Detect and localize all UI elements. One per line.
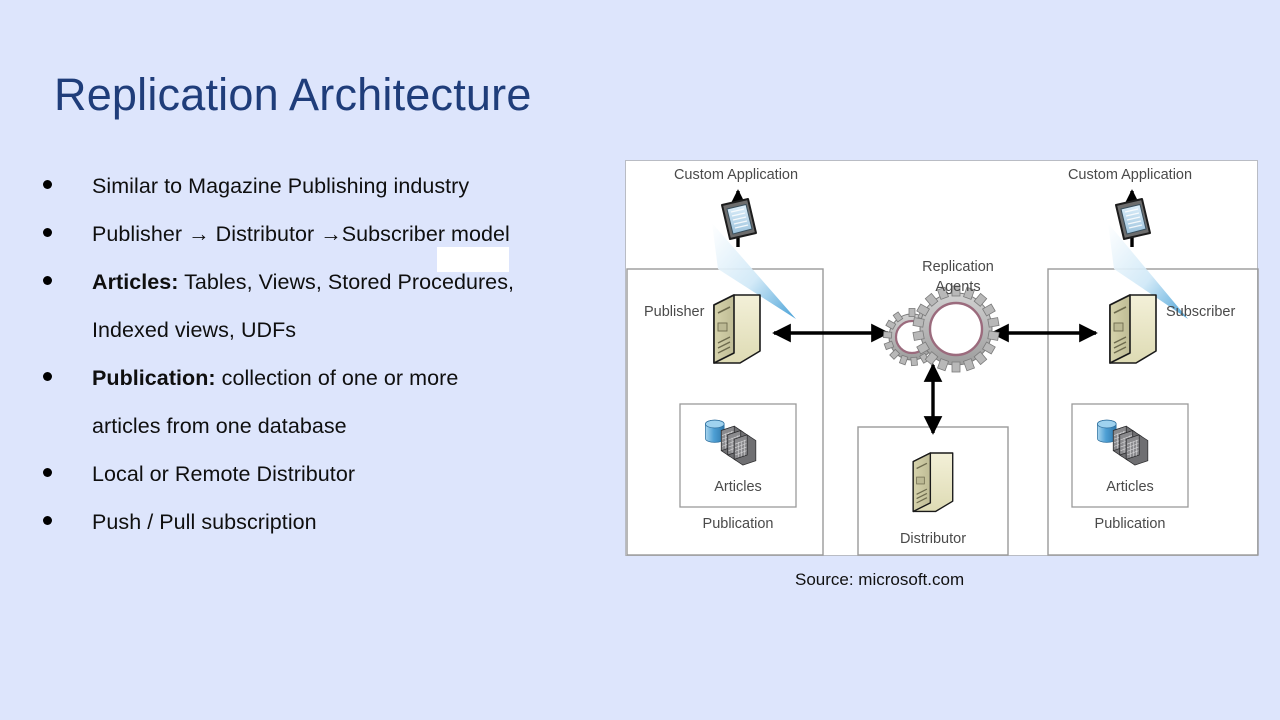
list-item: Local or Remote Distributor [38,450,628,498]
custom-application-label-right: Custom Application [1068,167,1192,183]
replication-agents-label-line2: Agents [935,279,980,295]
list-item-text: Push / Pull subscription [92,510,317,534]
white-overlay-artifact [437,247,509,272]
bullet-dot-icon [43,516,52,525]
subscriber-server-icon [1109,294,1157,364]
custom-application-icon-right [1115,198,1151,240]
replication-architecture-diagram: Custom Application Custom Application Re… [625,160,1259,556]
bullet-dot-icon [43,468,52,477]
subscriber-box [1047,268,1259,556]
bullet-dot-icon [43,228,52,237]
list-item-text: Publisher → Distributor →Subscriber mode… [92,222,510,246]
articles-label-left: Articles [714,479,762,495]
custom-application-icon-left [721,198,757,240]
list-item-lead: Articles: [92,270,179,294]
publication-label-left: Publication [703,516,774,532]
list-item: Publisher → Distributor →Subscriber mode… [38,210,628,258]
list-item-text: Tables, Views, Stored Procedures, [178,270,515,294]
light-cone-left [712,223,796,319]
bullet-dot-icon [43,180,52,189]
publisher-server-icon [713,294,761,364]
subscriber-label: Subscriber [1166,304,1235,320]
list-item: Push / Pull subscription [38,498,628,546]
bullet-dot-icon [43,372,52,381]
light-cone-right [1108,223,1188,319]
publication-box-left [679,403,797,508]
bullet-dot-icon [43,276,52,285]
publication-box-right [1071,403,1189,508]
replication-agents-label-line1: Replication [922,259,994,275]
list-item: Publication: collection of one or more a… [38,354,628,450]
articles-icon-left [705,419,757,466]
bullet-list: Similar to Magazine Publishing industry … [38,162,628,546]
custom-application-label-left: Custom Application [674,167,798,183]
list-item: Articles: Tables, Views, Stored Procedur… [38,258,628,354]
list-item-text: collection of one or more [215,366,459,390]
publication-label-right: Publication [1095,516,1166,532]
page-title: Replication Architecture [54,69,532,120]
list-item-lead: Publication: [92,366,216,390]
list-item-text: Local or Remote Distributor [92,462,356,486]
list-item-continuation: Indexed views, UDFs [92,318,297,342]
articles-label-right: Articles [1106,479,1154,495]
list-item-continuation: articles from one database [92,414,347,438]
publisher-label: Publisher [644,304,705,320]
distributor-label: Distributor [900,531,966,547]
source-caption: Source: microsoft.com [795,570,965,589]
replication-agents-gear-large [911,284,1001,374]
list-item: Similar to Magazine Publishing industry [38,162,628,210]
distributor-server-icon [912,452,954,513]
list-item-text: Similar to Magazine Publishing industry [92,174,470,198]
articles-icon-right [1097,419,1149,466]
